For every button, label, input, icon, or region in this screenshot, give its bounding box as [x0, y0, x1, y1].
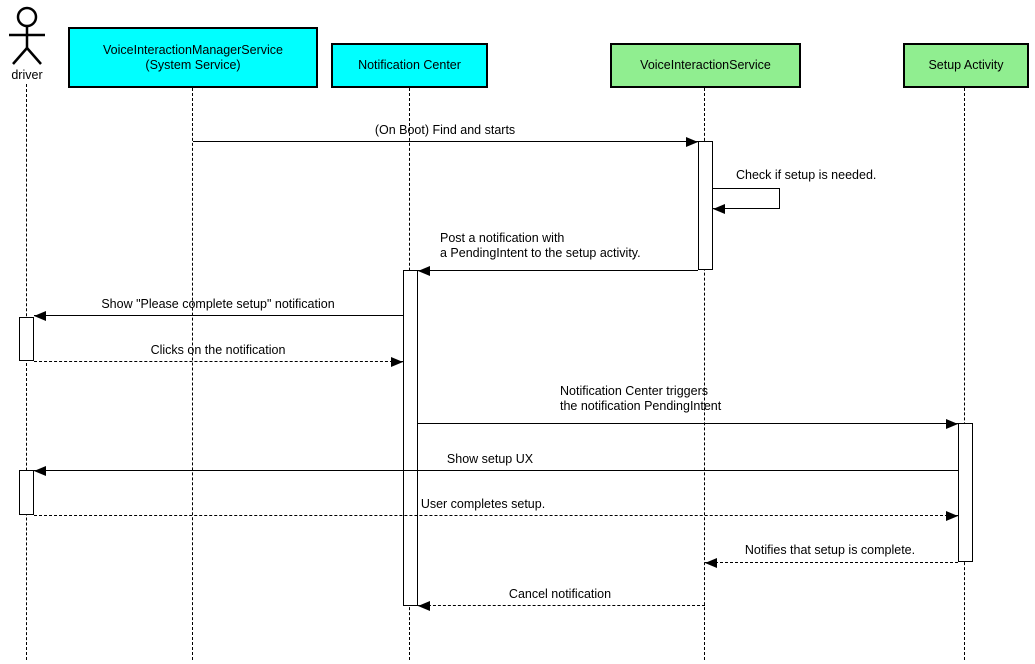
message-label-notifies-complete: Notifies that setup is complete. — [744, 543, 916, 557]
message-label-show-setup-ux: Show setup UX — [446, 452, 534, 466]
participant-label: VoiceInteractionManagerService — [103, 42, 283, 57]
actor-driver-label: driver — [11, 68, 43, 82]
lifeline-voice-interaction-manager-service — [192, 88, 193, 660]
lifeline-setup-activity — [964, 88, 965, 660]
lifeline-driver — [26, 84, 27, 660]
self-message-bottom — [713, 208, 780, 209]
message-label-cancel-notification: Cancel notification — [508, 587, 612, 601]
message-arrowhead — [713, 204, 725, 214]
activation-driver-2 — [19, 470, 34, 515]
message-arrowhead — [391, 357, 403, 367]
message-arrowhead — [34, 466, 46, 476]
message-arrowhead — [418, 601, 430, 611]
participant-voice-interaction-service: VoiceInteractionService — [610, 43, 801, 88]
message-line-post-notification — [418, 270, 698, 271]
message-label-user-completes-setup: User completes setup. — [420, 497, 546, 511]
participant-sublabel: (System Service) — [145, 57, 241, 72]
message-arrowhead — [946, 419, 958, 429]
message-arrowhead — [418, 266, 430, 276]
activation-notification-center — [403, 270, 418, 606]
message-line-cancel-notification — [418, 605, 705, 606]
participant-notification-center: Notification Center — [331, 43, 488, 88]
message-label-post-notification: Post a notification with a PendingIntent… — [440, 231, 641, 260]
message-arrowhead — [686, 137, 698, 147]
message-line-notifies-complete — [705, 562, 958, 563]
message-line-on-boot — [193, 141, 698, 142]
participant-label: Setup Activity — [928, 58, 1004, 72]
participant-voice-interaction-manager-service: VoiceInteractionManagerService (System S… — [68, 27, 318, 88]
lifeline-voice-interaction-service — [704, 88, 705, 660]
message-line-show-notification — [34, 315, 403, 316]
actor-icon — [9, 6, 45, 65]
message-label-triggers-pendingintent: Notification Center triggers the notific… — [560, 384, 722, 413]
participant-label: VoiceInteractionService — [640, 58, 771, 72]
participant-label: Notification Center — [358, 58, 461, 72]
message-line-clicks-notification — [34, 361, 403, 362]
self-message-top — [713, 188, 780, 189]
activation-setup-activity — [958, 423, 973, 562]
message-arrowhead — [34, 311, 46, 321]
message-label-check-setup: Check if setup is needed. — [736, 168, 877, 182]
message-label-clicks-notification: Clicks on the notification — [150, 343, 286, 357]
message-line-show-setup-ux — [34, 470, 958, 471]
message-line-user-completes-setup — [34, 515, 958, 516]
activation-voice-interaction-service — [698, 141, 713, 270]
self-message-side — [779, 188, 780, 208]
message-line-triggers-pendingintent — [418, 423, 958, 424]
message-arrowhead — [946, 511, 958, 521]
message-label-on-boot: (On Boot) Find and starts — [374, 123, 516, 137]
participant-setup-activity: Setup Activity — [903, 43, 1029, 88]
message-label-show-notification: Show "Please complete setup" notificatio… — [101, 297, 335, 311]
message-arrowhead — [705, 558, 717, 568]
activation-driver-1 — [19, 317, 34, 361]
